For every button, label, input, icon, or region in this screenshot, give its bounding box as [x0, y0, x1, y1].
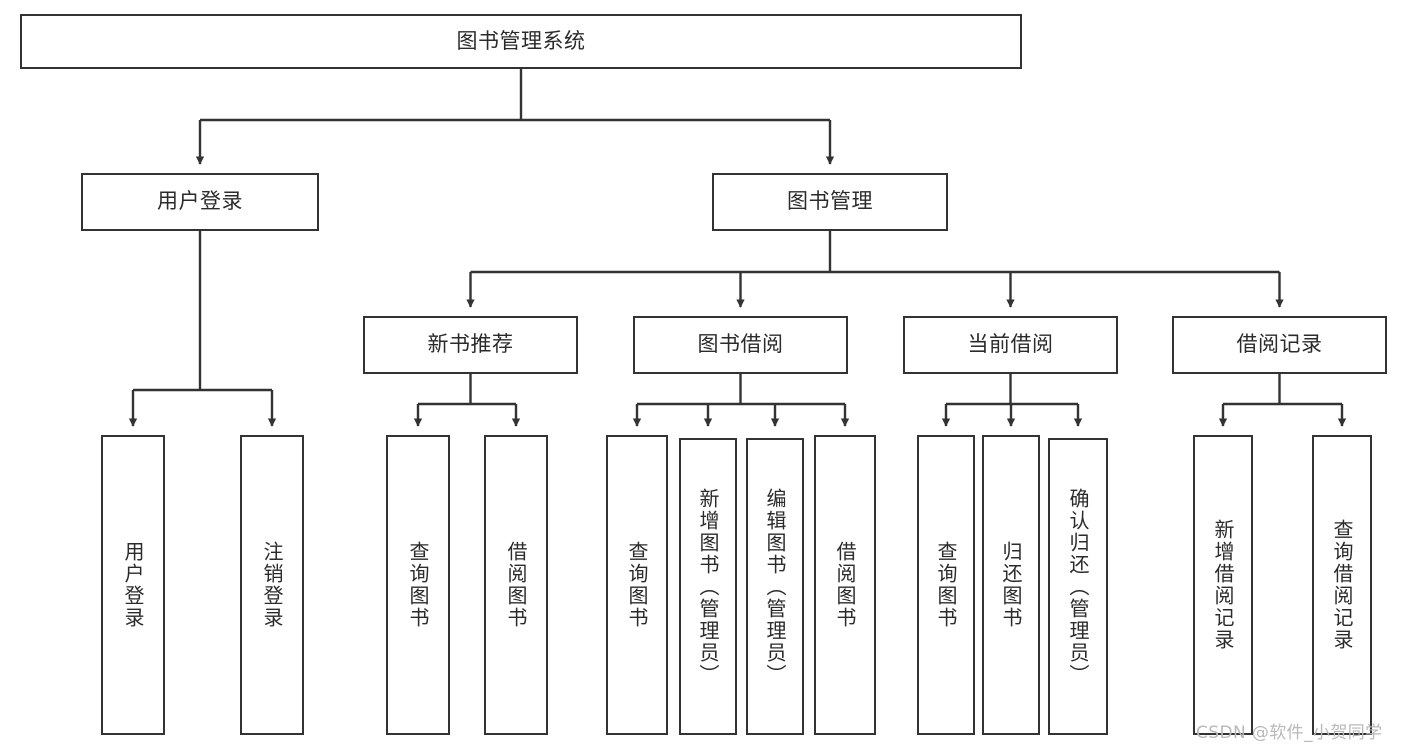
node-label: 新书推荐 [427, 332, 514, 357]
node-label: 查询借阅记录 [1330, 519, 1354, 651]
node-leaf-add-book-admin[interactable]: 新增图书（管理员） [679, 438, 737, 735]
node-new-book-recommend[interactable]: 新书推荐 [363, 316, 578, 374]
node-label: 注销登录 [260, 541, 284, 629]
node-label: 查询图书 [406, 541, 430, 629]
node-label: 确认归还（管理员） [1066, 487, 1090, 686]
node-leaf-return-book[interactable]: 归还图书 [982, 435, 1040, 735]
node-label: 图书管理系统 [456, 28, 586, 53]
node-leaf-borrow-book-1[interactable]: 借阅图书 [484, 435, 548, 735]
node-label: 图书借阅 [697, 332, 784, 357]
node-borrow-record[interactable]: 借阅记录 [1172, 316, 1387, 374]
node-book-borrow[interactable]: 图书借阅 [633, 316, 848, 374]
node-leaf-user-login[interactable]: 用户登录 [101, 435, 165, 735]
node-label: 借阅记录 [1236, 332, 1323, 357]
node-leaf-add-borrow-record[interactable]: 新增借阅记录 [1193, 435, 1253, 735]
node-label: 归还图书 [999, 541, 1023, 629]
node-leaf-query-book-2[interactable]: 查询图书 [606, 435, 668, 735]
node-label: 借阅图书 [504, 541, 528, 629]
node-leaf-borrow-book-2[interactable]: 借阅图书 [814, 435, 876, 735]
node-leaf-confirm-return-admin[interactable]: 确认归还（管理员） [1048, 438, 1108, 735]
node-leaf-logout[interactable]: 注销登录 [240, 435, 304, 735]
node-leaf-query-borrow-record[interactable]: 查询借阅记录 [1312, 435, 1372, 735]
node-label: 编辑图书（管理员） [763, 487, 787, 686]
node-leaf-query-book-1[interactable]: 查询图书 [386, 435, 450, 735]
node-current-borrow[interactable]: 当前借阅 [903, 316, 1118, 374]
node-label: 新增借阅记录 [1211, 519, 1235, 651]
node-label: 查询图书 [934, 541, 958, 629]
node-leaf-query-book-3[interactable]: 查询图书 [917, 435, 975, 735]
node-label: 当前借阅 [967, 332, 1054, 357]
node-label: 图书管理 [787, 189, 873, 214]
node-label: 借阅图书 [833, 541, 857, 629]
node-label: 新增图书（管理员） [696, 487, 720, 686]
node-book-manage[interactable]: 图书管理 [712, 173, 948, 231]
node-label: 查询图书 [625, 541, 649, 629]
node-root[interactable]: 图书管理系统 [20, 14, 1022, 69]
node-leaf-edit-book-admin[interactable]: 编辑图书（管理员） [746, 438, 804, 735]
node-user-login[interactable]: 用户登录 [81, 173, 319, 231]
node-label: 用户登录 [121, 541, 145, 629]
connector-lines [128, 69, 1347, 427]
node-label: 用户登录 [157, 189, 243, 214]
